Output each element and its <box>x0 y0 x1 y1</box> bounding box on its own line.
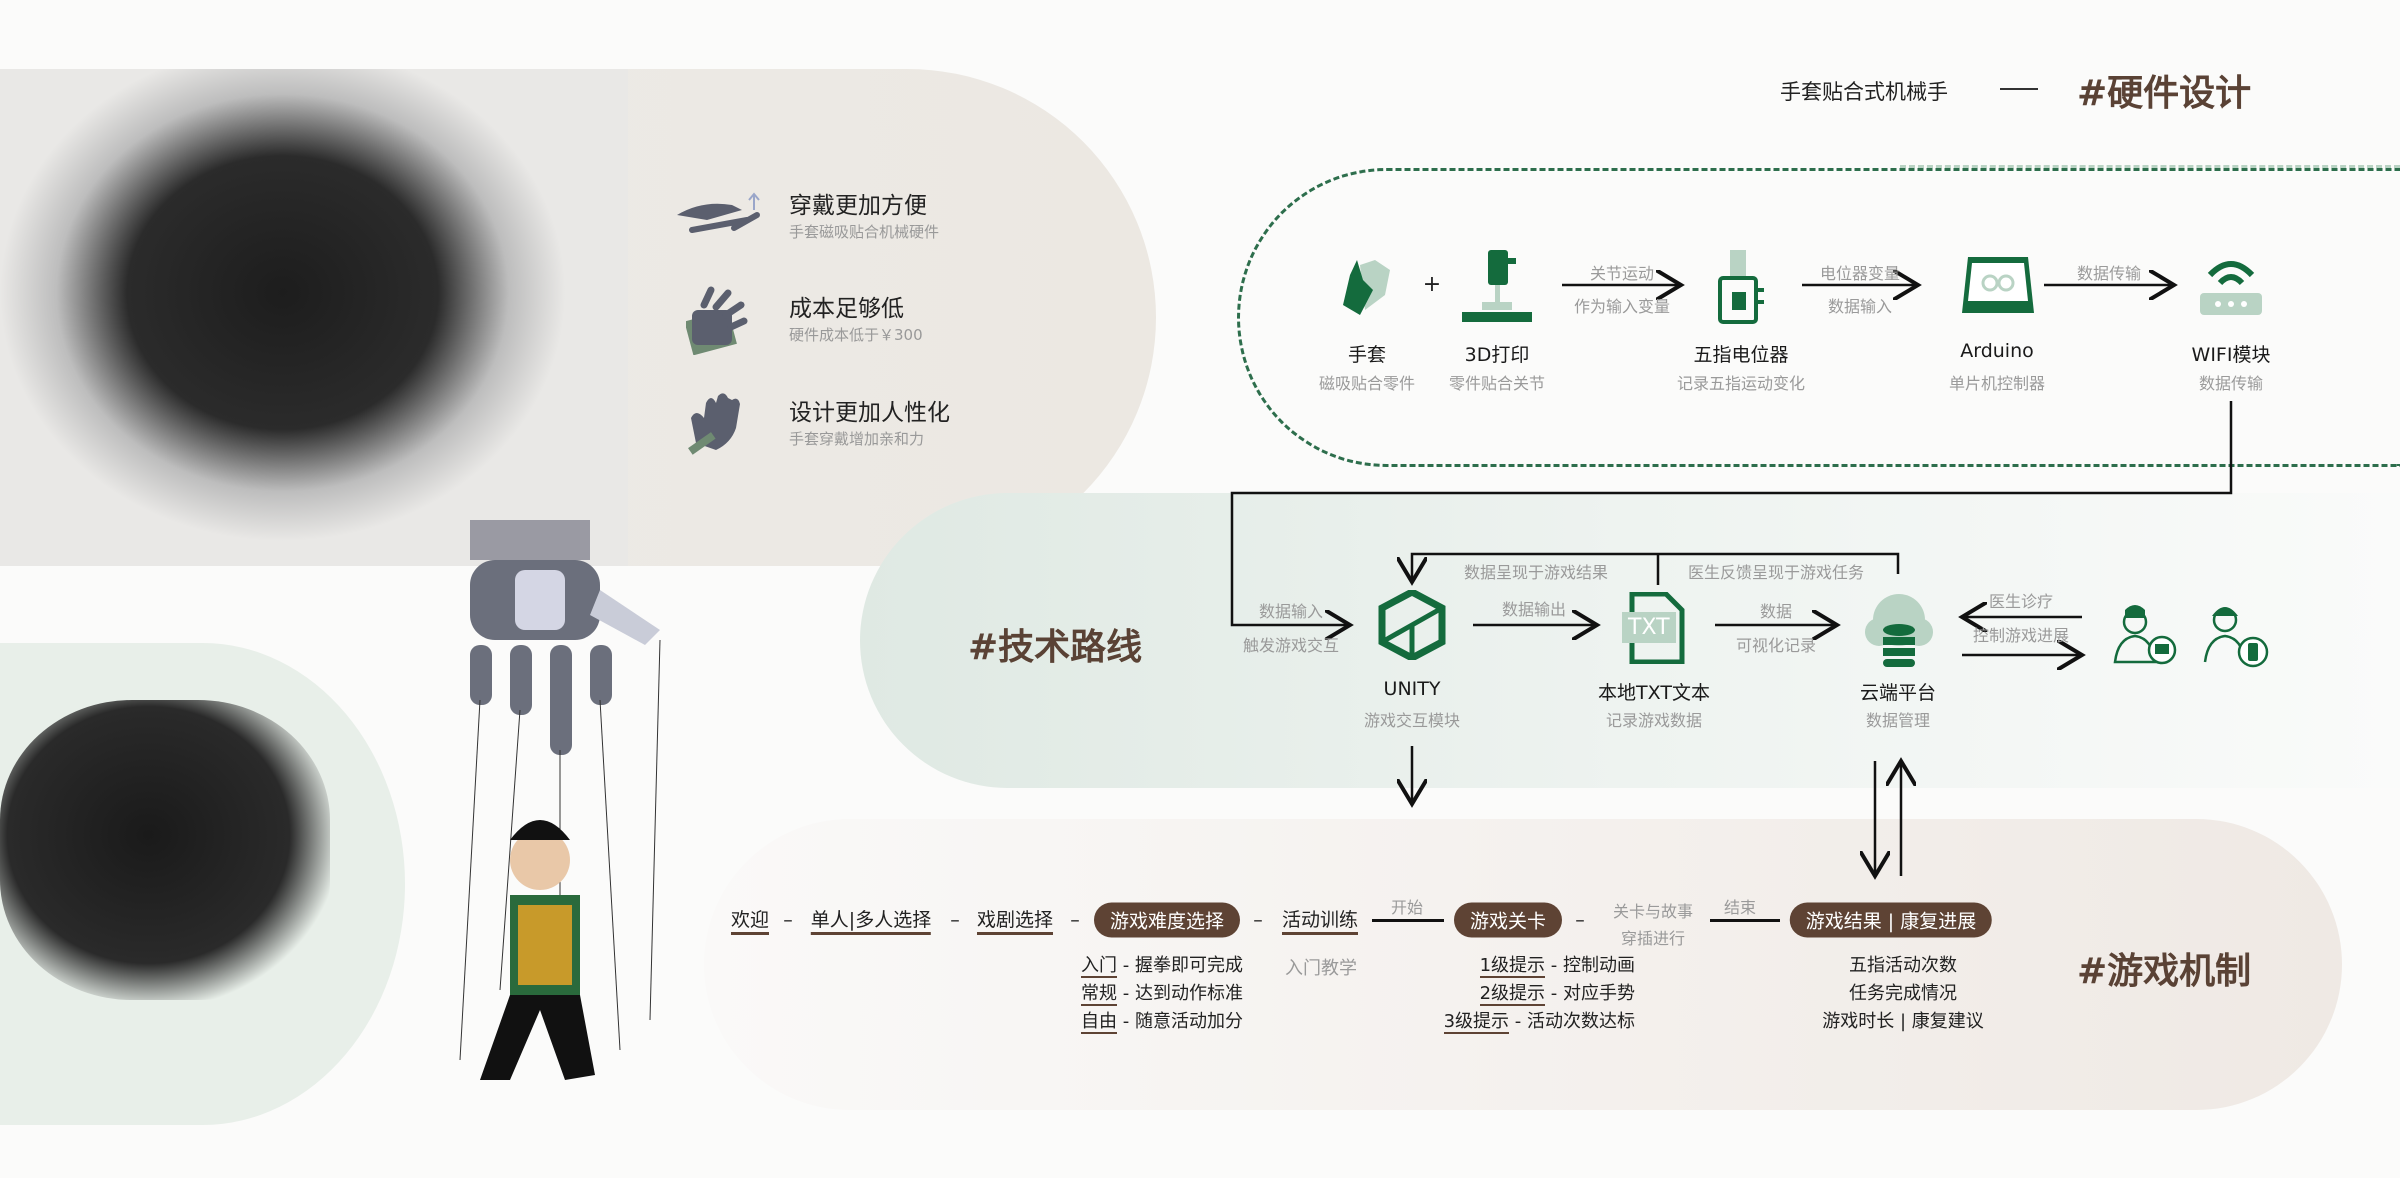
wifi-router-icon <box>2200 261 2262 315</box>
flow-step-welcome: 欢迎 <box>730 905 770 935</box>
flow-step-mode: 单人|多人选择 <box>810 905 932 935</box>
hardware-sub: 数据传输 <box>2198 374 2264 393</box>
arrow-label: 电位器变量 <box>1819 264 1901 283</box>
hint-list: 1级提示 - 控制动画 2级提示 - 对应手势 3级提示 - 活动次数达标 <box>1443 955 1635 1034</box>
header-dash <box>2000 88 2038 90</box>
hardware-label: WIFI模块 <box>2191 344 2271 366</box>
arrow-label: 作为输入变量 <box>1573 297 1671 316</box>
feature-desc: 硬件成本低于￥300 <box>789 326 923 344</box>
flow-separator: – <box>1253 909 1263 931</box>
txt-file-icon <box>1629 592 1685 664</box>
hardware-label: 3D打印 <box>1464 344 1530 366</box>
game-mechanism-panel <box>704 819 2342 1110</box>
arrow-label: 数据输出 <box>1501 600 1567 619</box>
arrow-label: 医生诊疗 <box>1988 592 2054 611</box>
tech-sub: 数据管理 <box>1865 711 1931 730</box>
flow-note: 关卡与故事 <box>1612 902 1694 921</box>
potentiometer-icon <box>1718 250 1764 324</box>
unity-icon <box>1378 590 1446 660</box>
flow-step-level: 游戏关卡 <box>1453 902 1563 938</box>
divider <box>1900 165 2400 168</box>
puppet-illustration <box>459 520 661 1080</box>
feature-desc: 手套磁吸贴合机械硬件 <box>789 223 940 241</box>
tech-label: 云端平台 <box>1859 682 1937 704</box>
glove-icon <box>1343 260 1390 315</box>
flow-connector <box>1372 919 1444 922</box>
flow-separator: – <box>1575 909 1585 931</box>
training-note: 入门教学 <box>1285 958 1357 979</box>
arrow-label: 触发游戏交互 <box>1242 636 1340 655</box>
hardware-label: 手套 <box>1347 344 1387 366</box>
arrow-label: 医生反馈呈现于游戏任务 <box>1687 563 1865 582</box>
tech-sub: 记录游戏数据 <box>1605 711 1703 730</box>
tech-label: 本地TXT文本 <box>1598 682 1710 704</box>
feature-title: 设计更加人性化 <box>789 400 950 426</box>
flow-step-drama: 戏剧选择 <box>976 905 1054 935</box>
feature-desc: 手套穿戴增加亲和力 <box>789 430 925 448</box>
arrow-label: 数据呈现于游戏结果 <box>1463 563 1609 582</box>
cloud-database-icon <box>1865 594 1933 667</box>
doctor-icon <box>2113 605 2177 665</box>
arrow-label: 可视化记录 <box>1735 636 1817 655</box>
arrow-label: 控制游戏进展 <box>1972 626 2070 645</box>
plus-sign: + <box>1422 272 1442 297</box>
arrow-label: 关节运动 <box>1589 264 1655 283</box>
flow-separator: – <box>950 909 960 931</box>
flow-note-end: 结束 <box>1723 898 1757 917</box>
glove-icon <box>688 393 740 455</box>
flow-note: 穿插进行 <box>1620 929 1686 948</box>
arrow-label: 数据输入 <box>1258 602 1324 621</box>
arduino-icon <box>1962 257 2034 313</box>
flow-separator: – <box>1070 909 1080 931</box>
hardware-dashed-frame <box>1237 168 2400 467</box>
hardware-sub: 磁吸贴合零件 <box>1318 374 1416 393</box>
arrow-label: 数据传输 <box>2076 264 2142 283</box>
header-subtitle: 手套贴合式机械手 <box>1780 80 1948 104</box>
hardware-sub: 零件贴合关节 <box>1448 374 1546 393</box>
flow-connector <box>1710 919 1780 922</box>
flow-step-training: 活动训练 <box>1281 905 1359 935</box>
patient-phone-icon <box>2203 607 2269 668</box>
flow-separator: – <box>783 909 793 931</box>
robot-hand-photo <box>0 69 628 566</box>
money-glove-icon <box>686 286 748 355</box>
flow-note-start: 开始 <box>1390 898 1424 917</box>
hardware-sub: 记录五指运动变化 <box>1676 374 1806 393</box>
hardware-label: 五指电位器 <box>1693 344 1789 366</box>
arrow-label: 数据输入 <box>1827 297 1893 316</box>
3d-printer-icon <box>1462 250 1532 322</box>
result-list: 五指活动次数任务完成情况游戏时长 | 康复建议 <box>1822 955 1984 1032</box>
hand-up-icon <box>677 192 760 233</box>
hardware-section-title: #硬件设计 <box>2077 73 2252 114</box>
feature-title: 穿戴更加方便 <box>789 193 927 219</box>
feature-title: 成本足够低 <box>789 296 904 322</box>
glove-device-photo <box>0 700 330 1000</box>
hardware-sub: 单片机控制器 <box>1948 374 2046 393</box>
game-section-title: #游戏机制 <box>2077 951 2252 992</box>
tech-section-title: #技术路线 <box>968 627 1143 668</box>
txt-label: TXT <box>1622 612 1676 643</box>
hardware-label: Arduino <box>1960 340 2034 362</box>
tech-label: UNITY <box>1383 678 1441 700</box>
flow-step-difficulty: 游戏难度选择 <box>1093 902 1241 938</box>
tech-sub: 游戏交互模块 <box>1363 711 1461 730</box>
difficulty-list: 入门 - 握拳即可完成 常规 - 达到动作标准 自由 - 随意活动加分 <box>1081 955 1243 1034</box>
arrow-label: 数据 <box>1759 602 1793 621</box>
flow-step-result: 游戏结果 | 康复进展 <box>1789 902 1993 938</box>
